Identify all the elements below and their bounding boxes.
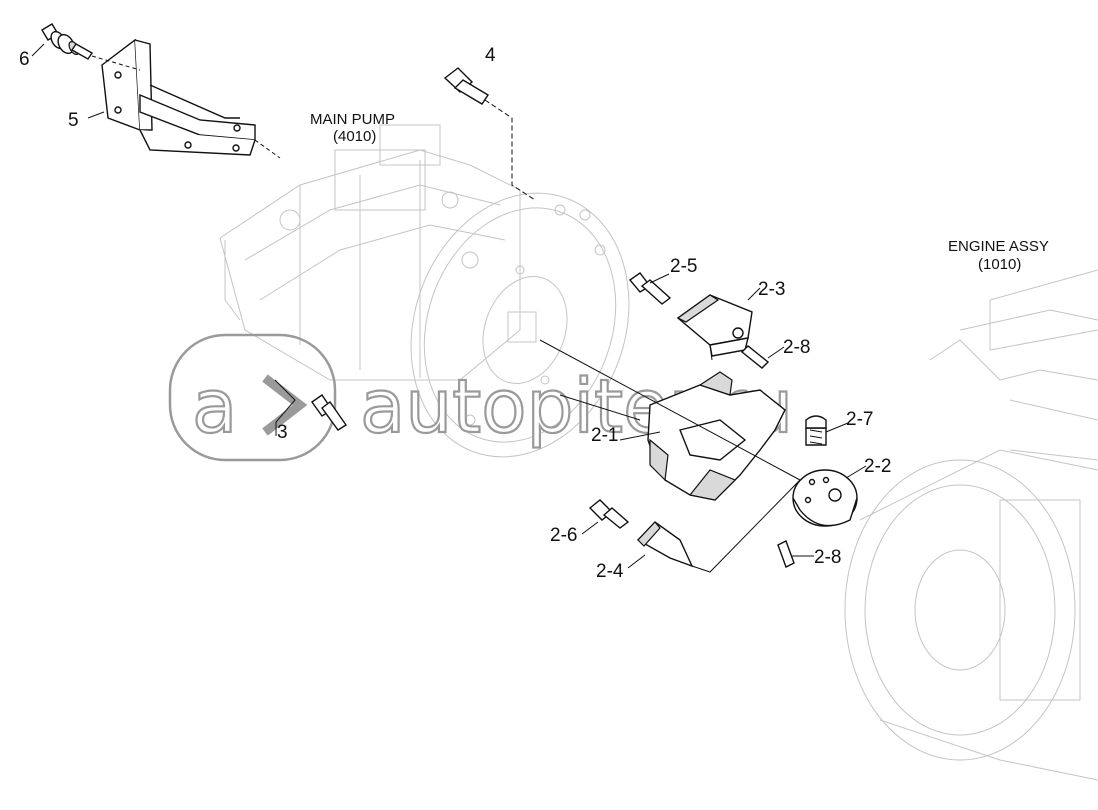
callout-6: 6 bbox=[19, 49, 30, 70]
part-2-8-pin-upper bbox=[740, 345, 770, 369]
callout-2-5: 2-5 bbox=[670, 256, 697, 277]
part-2-5-bolt bbox=[628, 272, 672, 305]
callout-2-7: 2-7 bbox=[846, 409, 873, 430]
callout-5: 5 bbox=[68, 110, 79, 131]
callout-2-3: 2-3 bbox=[758, 279, 785, 300]
engine-ghost bbox=[844, 269, 1098, 781]
callout-2-1: 2-1 bbox=[591, 425, 618, 446]
label-main-pump-code: (4010) bbox=[333, 128, 376, 145]
callout-3: 3 bbox=[277, 422, 288, 443]
part-2-3-block bbox=[676, 294, 753, 361]
label-engine-code: (1010) bbox=[978, 256, 1021, 273]
part-2-8-pin-lower bbox=[777, 540, 795, 568]
callout-2-8-upper: 2-8 bbox=[783, 337, 810, 358]
part-4-bolt bbox=[443, 67, 536, 201]
part-6-bolt-washer bbox=[41, 23, 94, 60]
part-5-bracket bbox=[91, 38, 281, 159]
callout-4: 4 bbox=[485, 45, 496, 66]
callout-2-8-lower: 2-8 bbox=[814, 547, 841, 568]
main-pump-ghost bbox=[219, 124, 521, 381]
flywheel-ghost bbox=[410, 192, 630, 458]
part-2-6-bolt bbox=[588, 499, 630, 529]
part-2-2-hub bbox=[792, 469, 858, 527]
part-2-1-coupling bbox=[539, 339, 801, 501]
part-2-4-wedge bbox=[636, 479, 801, 573]
label-engine-name: ENGINE ASSY bbox=[948, 238, 1049, 255]
watermark-logo-letter: a bbox=[192, 364, 237, 450]
callout-2-4: 2-4 bbox=[596, 561, 624, 582]
part-2-7-plug bbox=[805, 415, 827, 446]
callout-2-2: 2-2 bbox=[864, 456, 891, 477]
labels: MAIN PUMP (4010) ENGINE ASSY (1010) 6 5 … bbox=[19, 45, 1049, 582]
label-main-pump-name: MAIN PUMP bbox=[310, 111, 395, 128]
part-3-bolt bbox=[274, 379, 347, 436]
callout-2-6: 2-6 bbox=[550, 525, 577, 546]
leader-lines bbox=[31, 43, 867, 569]
